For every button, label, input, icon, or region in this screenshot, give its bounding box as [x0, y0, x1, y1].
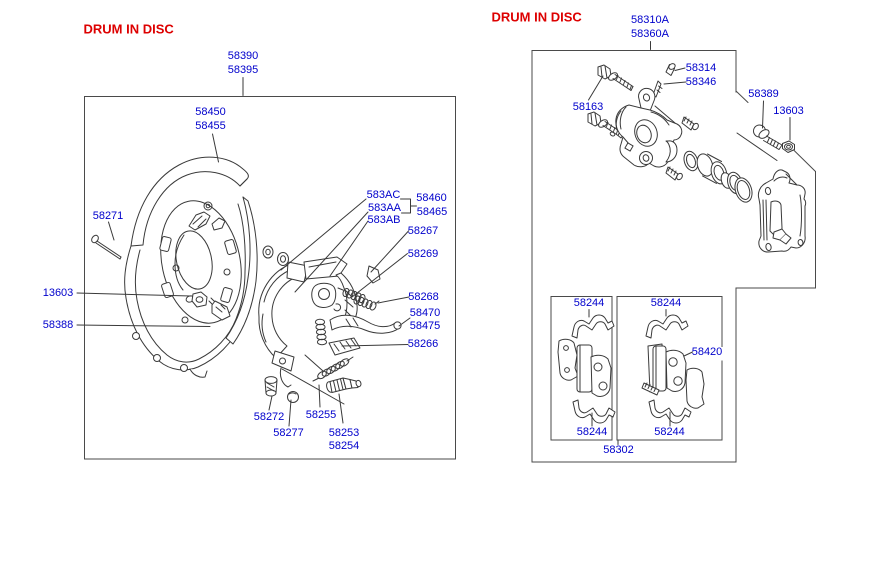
part-label-58460[interactable]: 58460 — [416, 191, 447, 204]
piston-and-seals — [683, 150, 753, 203]
right-panel-title: DRUM IN DISC — [491, 9, 582, 24]
carrier-bracket-drawing — [757, 169, 807, 253]
part-label-13603-left[interactable]: 13603 — [42, 286, 74, 299]
hold-down-pin-drawing — [91, 234, 122, 260]
part-label-58266[interactable]: 58266 — [407, 337, 439, 350]
pad-set-right — [641, 314, 705, 424]
backing-plate-drawing — [124, 156, 289, 378]
hold-down-spring — [314, 318, 328, 346]
part-label-58244-bl[interactable]: 58244 — [576, 426, 608, 438]
part-label-58272[interactable]: 58272 — [253, 411, 285, 423]
part-label-58450[interactable]: 58450 — [195, 106, 226, 118]
right-frame-diagonals — [735, 90, 816, 172]
part-label-58389[interactable]: 58389 — [748, 88, 779, 100]
left-diagram-frame — [84, 96, 456, 460]
part-label-58277[interactable]: 58277 — [273, 427, 304, 439]
part-label-58163[interactable]: 58163 — [572, 100, 604, 113]
guide-pin-boots — [665, 116, 699, 181]
part-label-58346[interactable]: 58346 — [685, 76, 717, 88]
part-label-58314[interactable]: 58314 — [685, 62, 717, 74]
caliper-body-drawing — [609, 87, 683, 168]
bleeder-screw-drawing — [652, 63, 676, 98]
part-label-58420[interactable]: 58420 — [691, 346, 723, 358]
part-label-58475[interactable]: 58475 — [409, 319, 441, 332]
part-label-58455[interactable]: 58455 — [195, 120, 226, 132]
part-label-58390[interactable]: 58390 — [227, 50, 259, 62]
part-label-58360A[interactable]: 58360A — [631, 28, 669, 40]
part-label-58244-tr[interactable]: 58244 — [650, 297, 682, 309]
part-label-58271[interactable]: 58271 — [92, 209, 124, 222]
part-label-58269[interactable]: 58269 — [407, 247, 439, 260]
part-label-58254[interactable]: 58254 — [328, 440, 360, 452]
part-label-58268[interactable]: 58268 — [408, 291, 439, 303]
spring-cup — [264, 376, 278, 397]
part-label-58395[interactable]: 58395 — [227, 64, 259, 76]
part-label-58470[interactable]: 58470 — [409, 306, 441, 319]
part-label-58310A[interactable]: 58310A — [631, 14, 669, 26]
left-panel-title: DRUM IN DISC — [83, 21, 174, 37]
part-label-583AB[interactable]: 583AB — [367, 213, 401, 226]
left-leader-lines — [76, 77, 417, 427]
part-label-58253[interactable]: 58253 — [328, 426, 360, 439]
part-label-58465[interactable]: 58465 — [416, 205, 448, 218]
part-label-58388[interactable]: 58388 — [42, 318, 74, 331]
brake-shoe-assembly-drawing — [258, 256, 402, 405]
part-label-58302[interactable]: 58302 — [603, 443, 634, 456]
part-label-58267[interactable]: 58267 — [407, 225, 439, 237]
part-label-13603-right[interactable]: 13603 — [773, 104, 804, 117]
pad-kit-frames — [550, 296, 723, 441]
part-label-583AC[interactable]: 583AC — [366, 188, 401, 201]
pad-set-left — [557, 314, 616, 424]
right-diagram-frame — [531, 50, 816, 463]
adjuster-assembly — [326, 377, 362, 393]
right-leader-lines — [588, 41, 791, 445]
part-label-58244-tl[interactable]: 58244 — [573, 297, 605, 309]
adjuster-spring — [312, 356, 354, 382]
part-label-58244-br[interactable]: 58244 — [654, 426, 685, 438]
return-springs — [337, 287, 380, 311]
part-label-58255[interactable]: 58255 — [305, 408, 337, 421]
part-label-583AA[interactable]: 583AA — [367, 202, 402, 214]
